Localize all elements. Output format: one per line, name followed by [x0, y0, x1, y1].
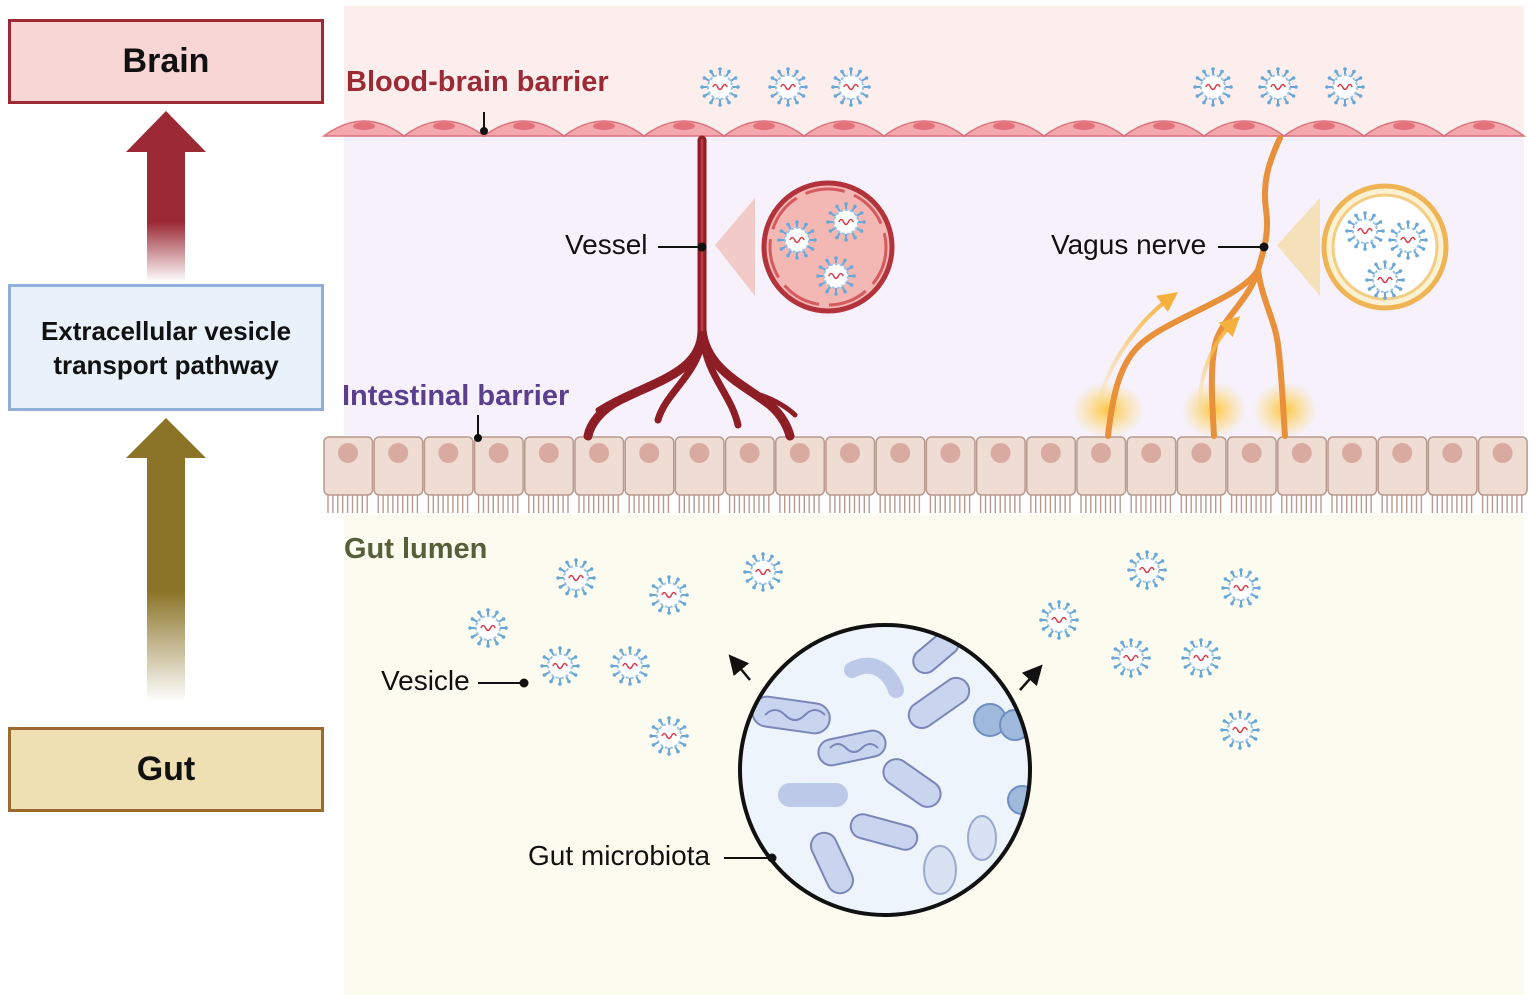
circulation-region	[344, 132, 1524, 438]
vesicle-icon	[768, 67, 808, 107]
epithelial-cell	[1377, 436, 1428, 513]
epithelial-cell	[825, 436, 876, 513]
vesicle-icon	[1325, 67, 1365, 107]
vesicles	[468, 67, 1428, 756]
vesicle-icon	[1221, 568, 1261, 608]
endothelial-cell	[1361, 120, 1447, 137]
vesicle-icon	[540, 646, 580, 686]
intestinal-epithelium	[323, 436, 1528, 513]
vesicle-icon	[1345, 211, 1385, 251]
gut-box: Gut	[8, 727, 324, 812]
brain-box: Brain	[8, 19, 324, 104]
epithelial-cell	[1226, 436, 1277, 513]
endothelial-cell	[641, 120, 727, 137]
epithelial-cell	[473, 436, 524, 513]
ev-transport-pathway-box: Extracellular vesicle transport pathway	[8, 284, 324, 411]
vesicle-icon	[700, 67, 740, 107]
endothelial-cell	[401, 120, 487, 137]
vesicle-icon	[1193, 67, 1233, 107]
endothelial-cell	[481, 120, 567, 137]
vagus-nerve-label: Vagus nerve	[1051, 229, 1207, 260]
upward-arrow-gut	[126, 418, 206, 702]
epithelial-cell	[925, 436, 976, 513]
endothelial-cell-layer	[321, 120, 1527, 137]
epithelial-cell	[875, 436, 926, 513]
vesicle-icon	[1388, 220, 1428, 260]
epithelial-cell	[574, 436, 625, 513]
blood-brain-barrier-label: Blood-brain barrier	[346, 66, 609, 98]
endothelial-cell	[1281, 120, 1367, 137]
endothelial-cell	[801, 120, 887, 137]
epithelial-cell	[423, 436, 474, 513]
brain-region	[344, 6, 1524, 132]
vesicle-icon	[556, 558, 596, 598]
vesicle-icon	[826, 202, 866, 242]
gut-lumen-label: Gut lumen	[344, 533, 488, 565]
gut-microbiota-magnified	[738, 623, 1032, 917]
epithelial-cell	[1176, 436, 1227, 513]
epithelial-cell	[1327, 436, 1378, 513]
vesicle-icon	[649, 575, 689, 615]
endothelial-cell	[1121, 120, 1207, 137]
vesicle-icon	[1127, 550, 1167, 590]
vesicle-icon	[816, 256, 856, 296]
upward-arrow-brain	[126, 111, 206, 282]
vesicle-icon	[777, 220, 817, 260]
nerve-signal-arrows	[1098, 292, 1241, 407]
epithelial-cell	[775, 436, 826, 513]
endothelial-cell	[561, 120, 647, 137]
epithelial-cell	[323, 436, 374, 513]
epithelial-cell	[1126, 436, 1177, 513]
endothelial-cell	[321, 120, 407, 137]
blood-vessel	[583, 135, 798, 441]
vesicle-icon	[468, 608, 508, 648]
endothelial-cell	[1201, 120, 1287, 137]
vesicle-icon	[649, 716, 689, 756]
vesicle-icon	[1258, 67, 1298, 107]
vesicle-icon	[1111, 638, 1151, 678]
vesicle-icon	[610, 646, 650, 686]
vesicle-icon	[1365, 260, 1405, 300]
epithelial-cell	[674, 436, 725, 513]
epithelial-cell	[1277, 436, 1328, 513]
vesicle-icon	[743, 552, 783, 592]
epithelial-cell	[1026, 436, 1077, 513]
epithelial-cell	[724, 436, 775, 513]
epithelial-cell	[524, 436, 575, 513]
intestinal-barrier-label: Intestinal barrier	[342, 380, 570, 412]
epithelial-cell	[1076, 436, 1127, 513]
vesicle-label: Vesicle	[381, 665, 470, 696]
epithelial-cell	[624, 436, 675, 513]
vesicle-icon	[1039, 600, 1079, 640]
epithelial-cell	[1477, 436, 1528, 513]
release-arrows	[728, 654, 1043, 691]
vessel-label: Vessel	[565, 229, 648, 260]
epithelial-cell	[373, 436, 424, 513]
gut-microbiota-label: Gut microbiota	[528, 840, 711, 871]
epithelial-cell	[1427, 436, 1478, 513]
epithelial-cell	[975, 436, 1026, 513]
vesicle-icon	[1220, 710, 1260, 750]
vesicle-icon	[1181, 638, 1221, 678]
endothelial-cell	[1441, 120, 1527, 137]
endothelial-cell	[1041, 120, 1127, 137]
endothelial-cell	[881, 120, 967, 137]
endothelial-cell	[721, 120, 807, 137]
endothelial-cell	[961, 120, 1047, 137]
vesicle-icon	[831, 67, 871, 107]
leader-lines	[474, 112, 1269, 863]
